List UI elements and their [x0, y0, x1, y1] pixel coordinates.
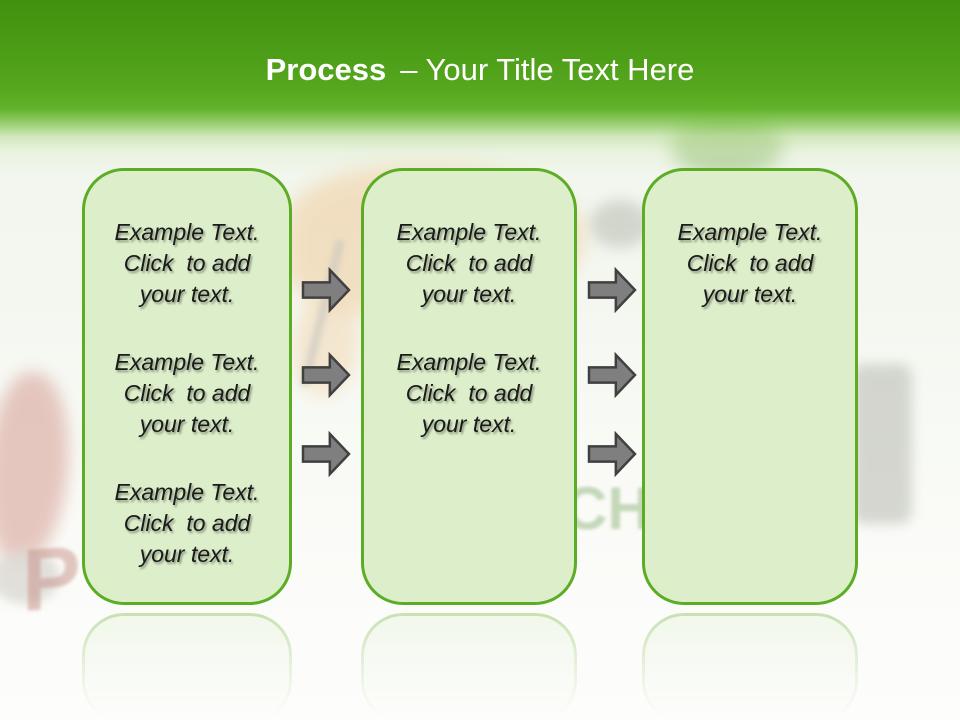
- placeholder-text[interactable]: Example Text. Click to add your text.: [677, 219, 823, 307]
- flow-arrow-right-icon: [301, 267, 351, 313]
- flow-arrow-right-icon: [587, 267, 637, 313]
- placeholder-text[interactable]: Example Text. Click to add your text.: [396, 349, 542, 437]
- watermark-letter-p: P: [22, 526, 81, 631]
- watermark-gray-arm-shape: [590, 200, 650, 248]
- placeholder-text[interactable]: Example Text. Click to add your text.: [114, 349, 260, 437]
- placeholder-text[interactable]: Example Text. Click to add your text.: [114, 479, 260, 567]
- flow-arrow-right-icon: [301, 352, 351, 398]
- box-reflection: [642, 613, 858, 720]
- process-box-step-1[interactable]: Example Text. Click to add your text. Ex…: [82, 168, 292, 605]
- slide-title: Process – Your Title Text Here: [0, 52, 960, 88]
- box-reflection: [82, 613, 292, 720]
- process-box-step-2[interactable]: Example Text. Click to add your text. Ex…: [361, 168, 577, 605]
- slide-title-text: – Your Title Text Here: [400, 52, 695, 87]
- process-box-step-3[interactable]: Example Text. Click to add your text.: [642, 168, 858, 605]
- placeholder-text[interactable]: Example Text. Click to add your text.: [396, 219, 542, 307]
- flow-arrow-right-icon: [587, 431, 637, 477]
- placeholder-text[interactable]: Example Text. Click to add your text.: [114, 219, 260, 307]
- slide-header-band: Process – Your Title Text Here: [0, 0, 960, 175]
- watermark-letters-ch: CH: [564, 475, 651, 542]
- flow-arrow-right-icon: [301, 431, 351, 477]
- watermark-roll-shape: [0, 550, 60, 604]
- flow-arrow-right-icon: [587, 352, 637, 398]
- watermark-red-shape: [0, 368, 78, 568]
- slide-title-emphasis: Process: [265, 52, 387, 87]
- watermark-gray-case-shape: [852, 364, 912, 524]
- box-reflection: [361, 613, 577, 720]
